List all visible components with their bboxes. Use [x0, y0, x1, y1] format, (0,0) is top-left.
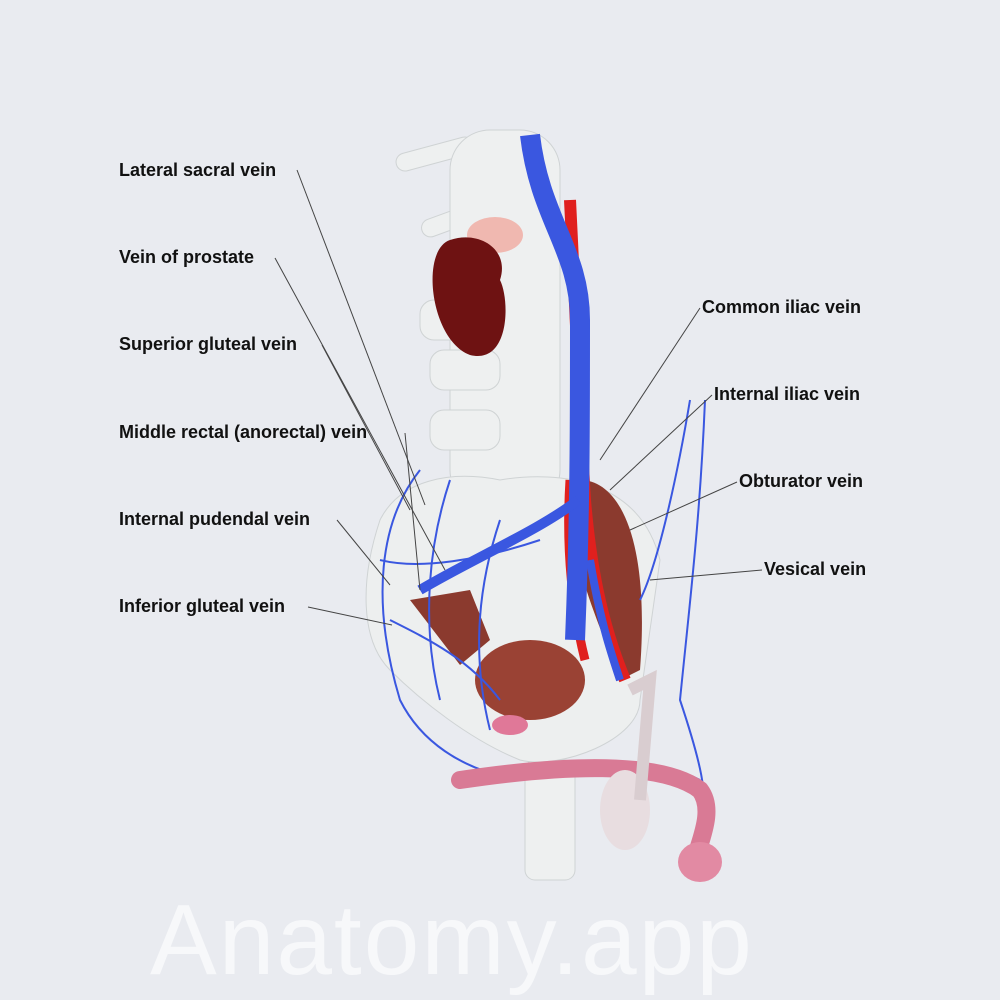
penis: [451, 759, 716, 869]
iliac-vein: [417, 496, 582, 595]
glans: [678, 842, 722, 882]
label-vesical-vein: Vesical vein: [764, 559, 867, 579]
label-internal-pudendal-vein: Internal pudendal vein: [119, 509, 311, 529]
label-inferior-gluteal-vein: Inferior gluteal vein: [119, 596, 286, 616]
spermatic-cord: [627, 669, 657, 801]
label-superior-gluteal-vein: Superior gluteal vein: [119, 334, 298, 354]
vena-cava: [520, 133, 591, 641]
label-common-iliac-vein: Common iliac vein: [702, 297, 862, 317]
label-vein-of-prostate: Vein of prostate: [119, 247, 255, 267]
label-internal-iliac-vein: Internal iliac vein: [714, 384, 861, 404]
kidney: [432, 237, 506, 357]
bladder: [475, 640, 585, 720]
watermark: Anatomy.app: [150, 884, 754, 996]
label-obturator-vein: Obturator vein: [739, 471, 864, 491]
prostate: [492, 715, 528, 735]
label-middle-rectal-vein: Middle rectal (anorectal) vein: [119, 422, 368, 442]
label-lateral-sacral-vein: Lateral sacral vein: [119, 160, 277, 180]
